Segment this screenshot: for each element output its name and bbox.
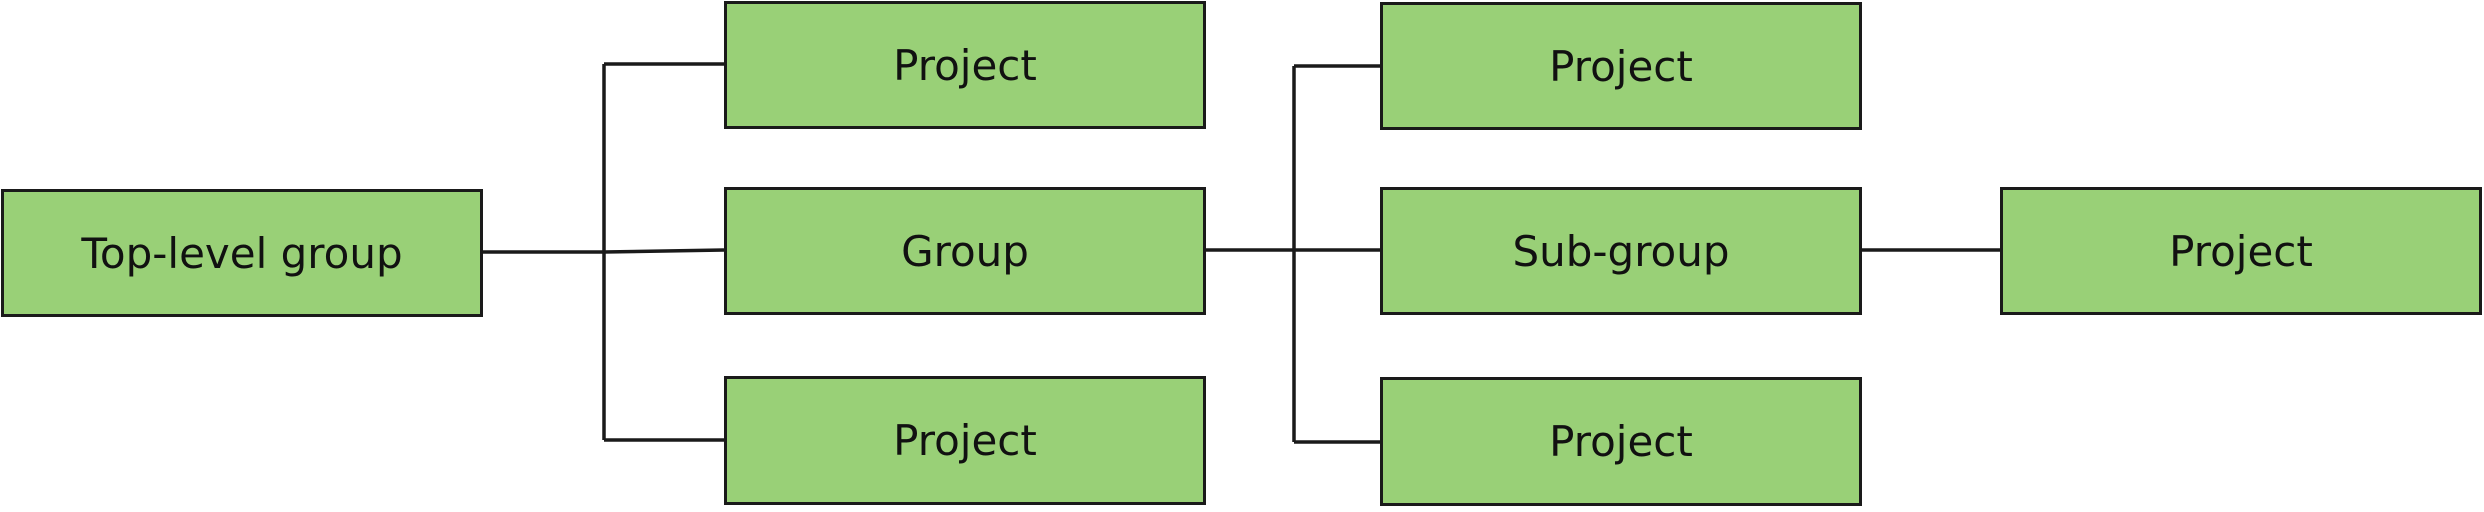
node-sub-group: Sub-group [1380,187,1862,315]
node-label: Project [893,416,1037,465]
node-project: Project [2000,187,2482,315]
node-label: Project [1549,41,1693,91]
node-top-level-group: Top-level group [1,189,483,317]
node-label: Top-level group [81,228,403,278]
node-label: Sub-group [1512,226,1730,276]
node-project: Project [724,1,1206,129]
node-project: Project [1380,2,1862,130]
node-label: Project [2169,226,2313,276]
node-label: Project [893,40,1037,90]
node-label: Group [901,226,1029,276]
node-project: Project [724,376,1206,505]
node-label: Project [1549,417,1693,466]
node-group: Group [724,187,1206,315]
connector-top-to-group [603,248,725,254]
node-project: Project [1380,377,1862,506]
